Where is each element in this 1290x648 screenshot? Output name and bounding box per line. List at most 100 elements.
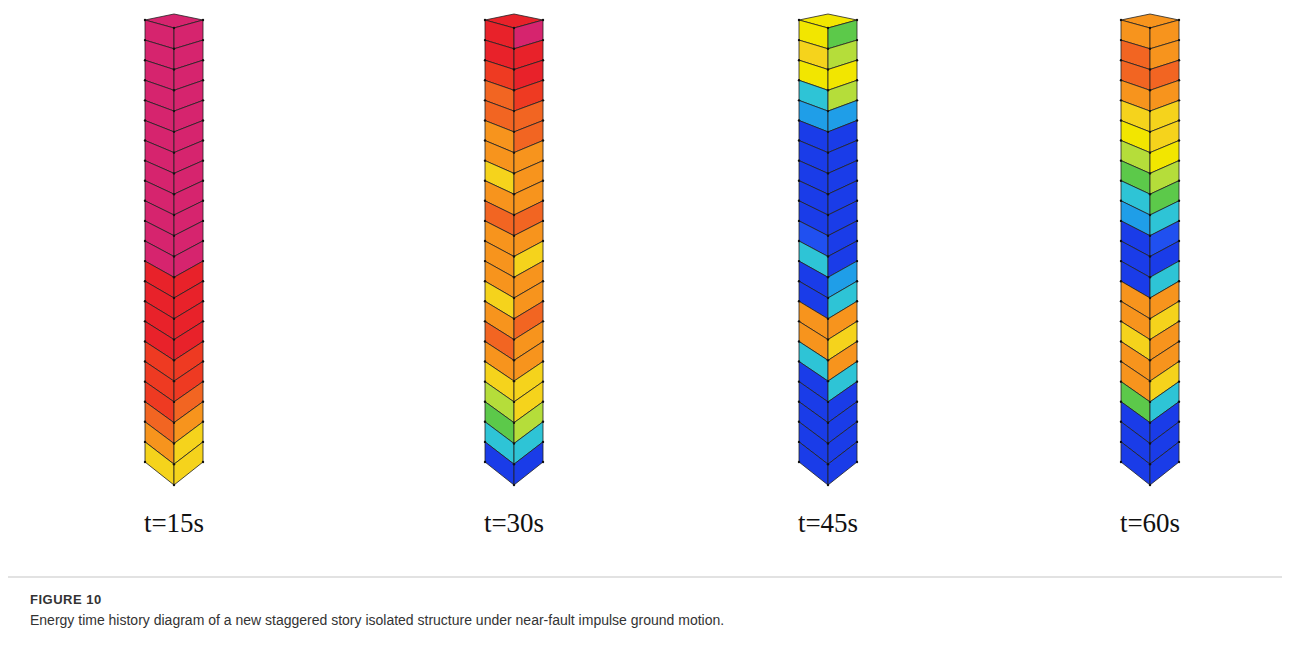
node-dot	[542, 180, 544, 182]
node-dot	[1178, 139, 1180, 141]
node-dot	[856, 401, 858, 403]
node-dot	[484, 39, 486, 41]
story-face	[514, 442, 543, 485]
node-dot	[1178, 360, 1180, 362]
node-dot	[1120, 19, 1122, 21]
node-dot	[1178, 300, 1180, 302]
node-dot	[827, 235, 829, 237]
time-label: t=30s	[484, 508, 544, 539]
node-dot	[1149, 151, 1151, 153]
figure-caption: Energy time history diagram of a new sta…	[30, 612, 1250, 628]
node-dot	[856, 139, 858, 141]
node-dot	[827, 463, 829, 465]
node-dot	[202, 380, 204, 382]
node-dot	[513, 276, 515, 278]
node-dot	[144, 441, 146, 443]
node-dot	[202, 280, 204, 282]
node-dot	[856, 240, 858, 242]
story-face	[145, 442, 174, 485]
node-dot	[1149, 276, 1151, 278]
node-dot	[1149, 421, 1151, 423]
node-dot	[1178, 200, 1180, 202]
node-dot	[484, 240, 486, 242]
node-dot	[513, 48, 515, 50]
node-dot	[144, 340, 146, 342]
node-dot	[1178, 220, 1180, 222]
node-dot	[513, 68, 515, 70]
node-dot	[856, 19, 858, 21]
node-dot	[202, 119, 204, 121]
node-dot	[484, 99, 486, 101]
node-dot	[827, 68, 829, 70]
node-dot	[1178, 421, 1180, 423]
node-dot	[856, 200, 858, 202]
node-dot	[542, 99, 544, 101]
node-dot	[1149, 297, 1151, 299]
node-dot	[202, 39, 204, 41]
node-dot	[1120, 79, 1122, 81]
node-dot	[144, 461, 146, 463]
node-dot	[513, 297, 515, 299]
node-dot	[202, 240, 204, 242]
node-dot	[1120, 441, 1122, 443]
node-dot	[513, 151, 515, 153]
node-dot	[856, 280, 858, 282]
node-dot	[173, 193, 175, 195]
node-dot	[173, 214, 175, 216]
node-dot	[513, 338, 515, 340]
node-dot	[144, 280, 146, 282]
node-dot	[484, 200, 486, 202]
node-dot	[1120, 461, 1122, 463]
node-dot	[173, 401, 175, 403]
node-dot	[173, 89, 175, 91]
node-dot	[484, 421, 486, 423]
node-dot	[798, 280, 800, 282]
node-dot	[484, 401, 486, 403]
node-dot	[856, 380, 858, 382]
node-dot	[484, 220, 486, 222]
node-dot	[827, 276, 829, 278]
node-dot	[173, 172, 175, 174]
node-dot	[856, 39, 858, 41]
node-dot	[798, 300, 800, 302]
node-dot	[798, 220, 800, 222]
node-dot	[513, 380, 515, 382]
node-dot	[173, 338, 175, 340]
node-dot	[173, 318, 175, 320]
node-dot	[798, 360, 800, 362]
node-dot	[542, 260, 544, 262]
node-dot	[173, 484, 175, 486]
node-dot	[513, 359, 515, 361]
node-dot	[856, 59, 858, 61]
node-dot	[542, 159, 544, 161]
node-dot	[173, 359, 175, 361]
node-dot	[513, 255, 515, 257]
node-dot	[798, 59, 800, 61]
node-dot	[827, 297, 829, 299]
node-dot	[1149, 484, 1151, 486]
node-dot	[202, 260, 204, 262]
node-dot	[856, 159, 858, 161]
node-dot	[1178, 39, 1180, 41]
node-dot	[202, 360, 204, 362]
node-dot	[1120, 240, 1122, 242]
node-dot	[144, 421, 146, 423]
node-dot	[1149, 463, 1151, 465]
node-dot	[1178, 99, 1180, 101]
node-dot	[144, 240, 146, 242]
node-dot	[542, 200, 544, 202]
node-dot	[202, 421, 204, 423]
node-dot	[1178, 79, 1180, 81]
node-dot	[856, 320, 858, 322]
node-dot	[856, 421, 858, 423]
node-dot	[1178, 401, 1180, 403]
node-dot	[1149, 110, 1151, 112]
node-dot	[1120, 180, 1122, 182]
node-dot	[827, 110, 829, 112]
node-dot	[798, 119, 800, 121]
node-dot	[1120, 300, 1122, 302]
node-dot	[1178, 260, 1180, 262]
node-dot	[144, 59, 146, 61]
node-dot	[856, 260, 858, 262]
